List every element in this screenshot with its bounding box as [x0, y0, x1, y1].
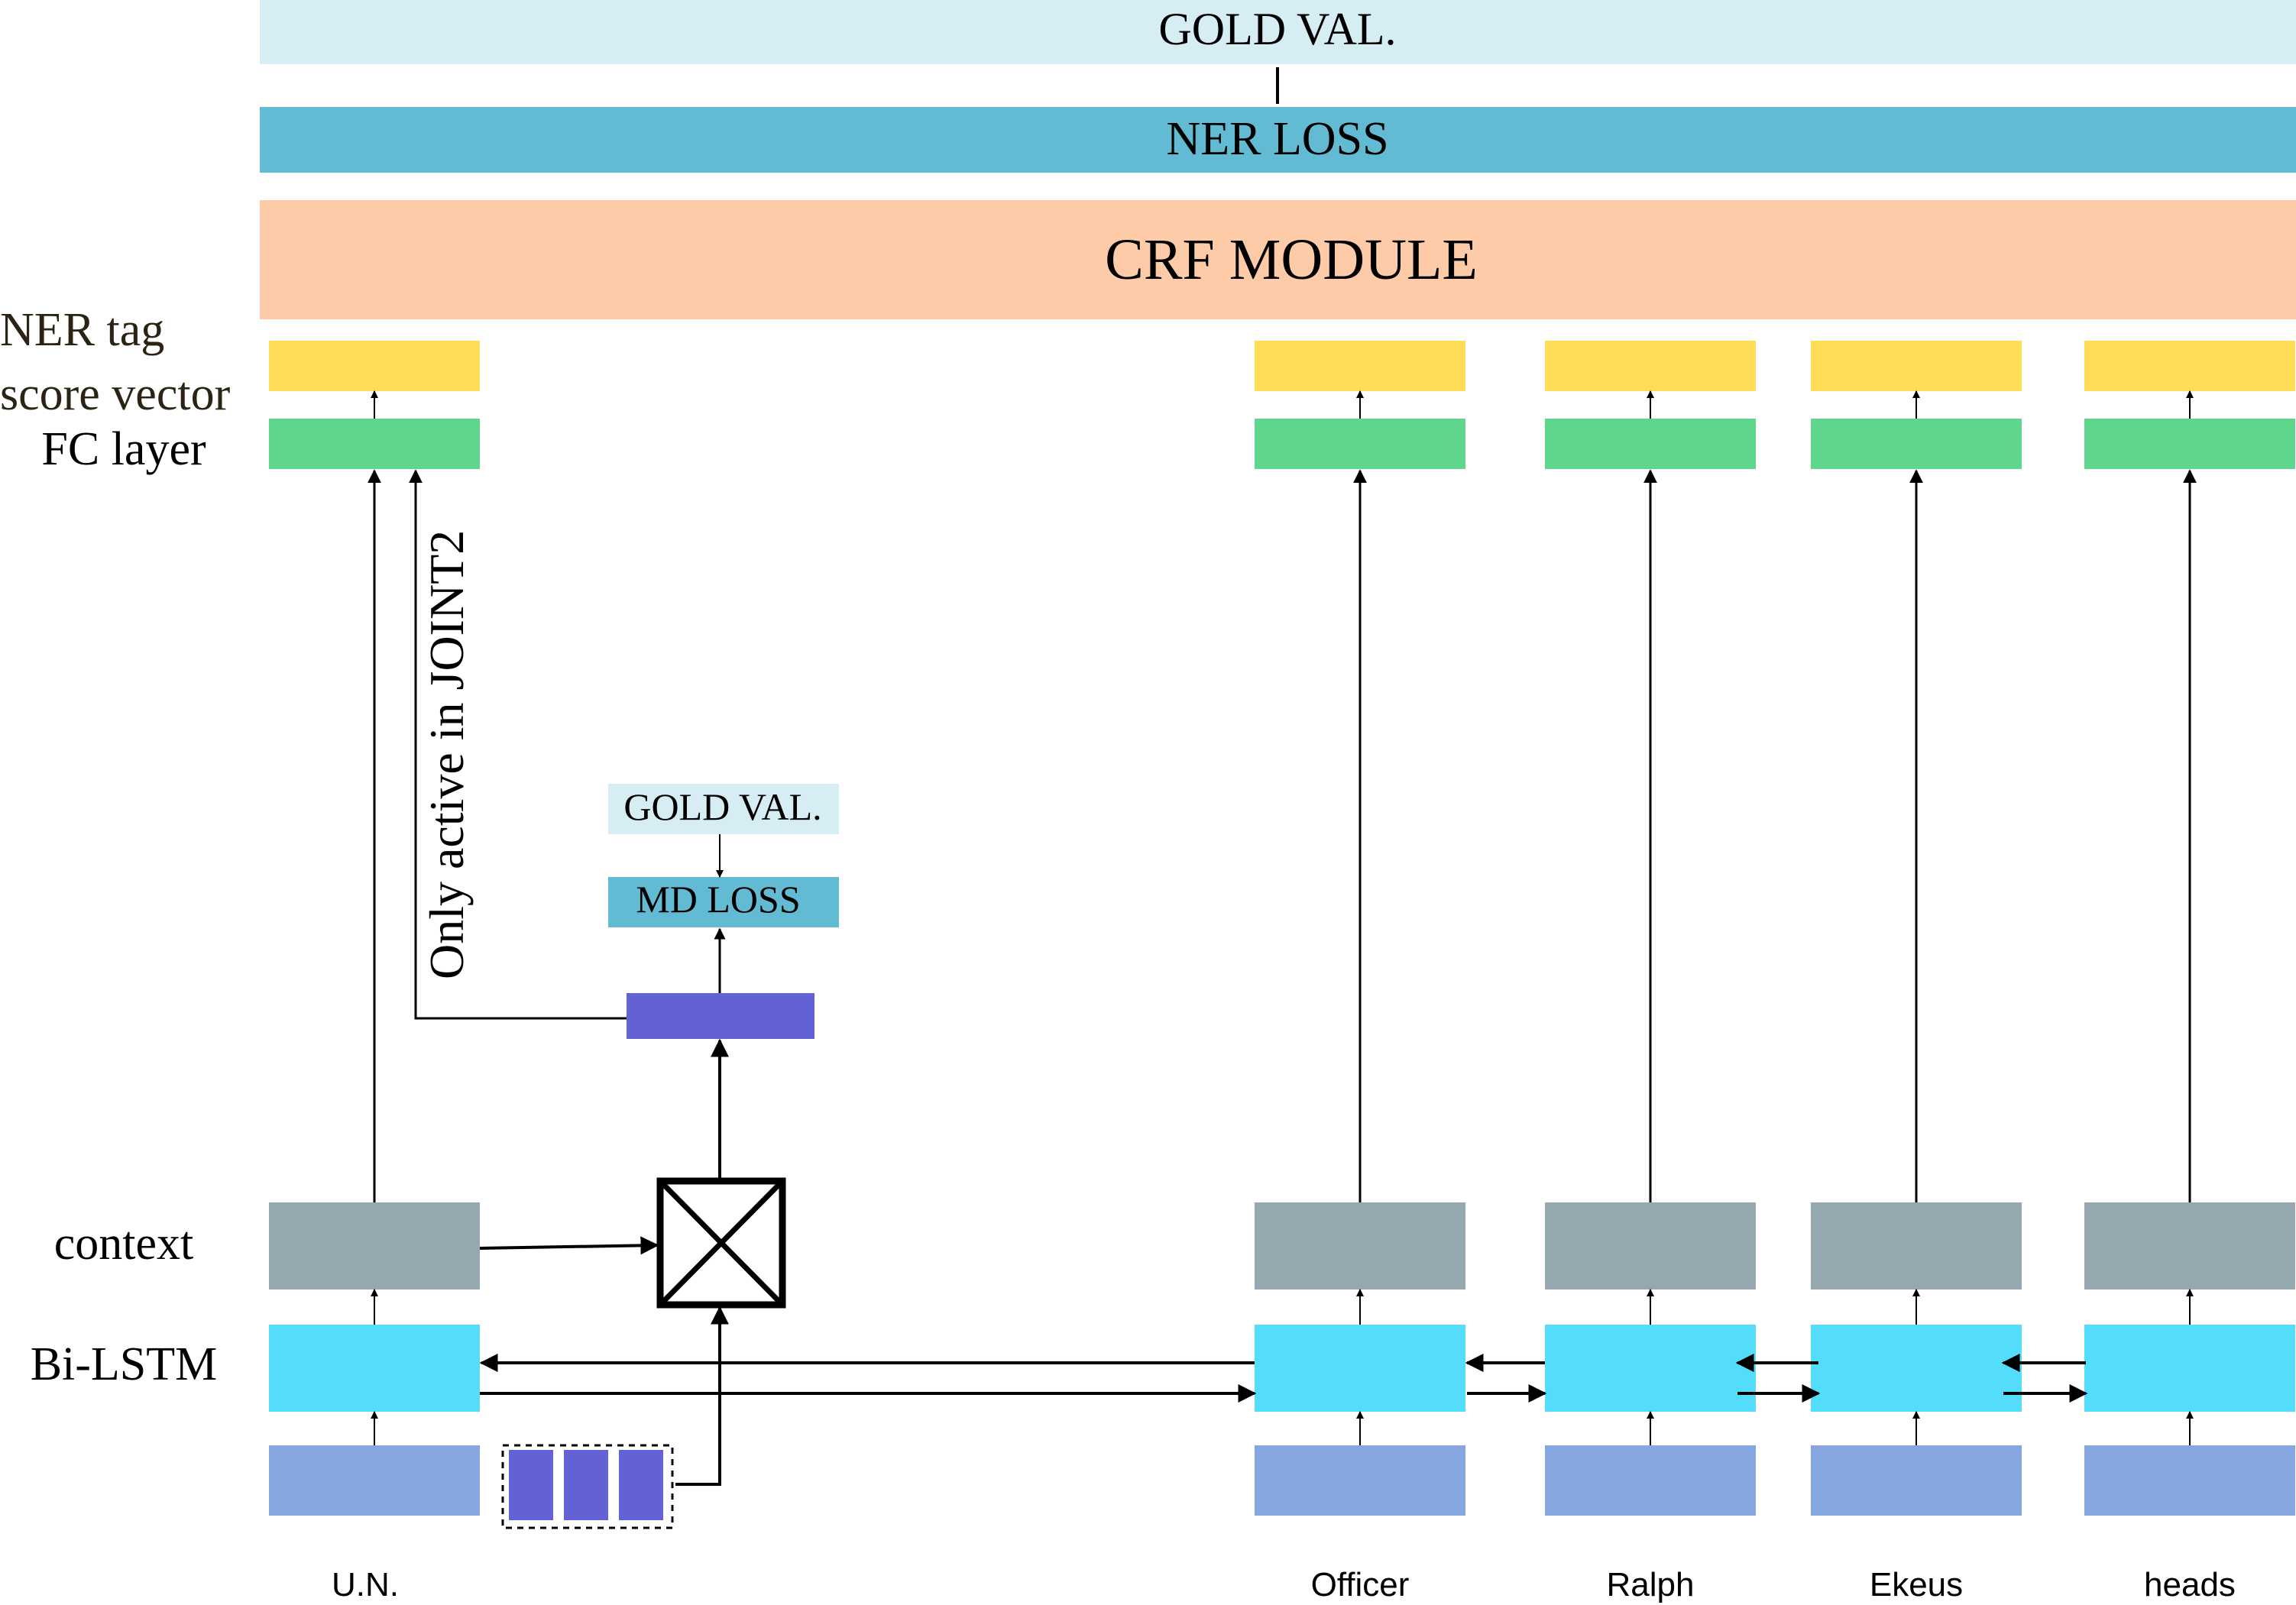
gold-val-top: GOLD VAL. — [260, 0, 2296, 64]
fc-layer-label: FC layer — [41, 423, 206, 475]
context-box — [2084, 1202, 2295, 1290]
fc-layer-box — [1255, 419, 1465, 469]
embedding-box — [1255, 1445, 1465, 1516]
column-heads: heads — [2084, 341, 2295, 1603]
token-ralph: Ralph — [1607, 1566, 1695, 1603]
fc-layer-box — [1811, 419, 2022, 469]
column-ekeus: Ekeus — [1811, 341, 2022, 1603]
char-feature-block — [509, 1450, 553, 1520]
score-vector-box — [1545, 341, 1756, 391]
md-loss-label: MD LOSS — [636, 878, 800, 921]
fc-layer-box — [269, 419, 480, 469]
score-vector-box — [1811, 341, 2022, 391]
embedding-box — [2084, 1445, 2295, 1516]
fc-layer-box — [2084, 419, 2295, 469]
mention-representation-box — [627, 993, 814, 1039]
md-gold-val-label: GOLD VAL. — [623, 785, 821, 828]
context-to-product-arrow — [479, 1236, 659, 1255]
context-box — [269, 1202, 480, 1290]
token-officer: Officer — [1311, 1566, 1410, 1603]
joint2-note: Only active in JOINT2 — [419, 530, 474, 979]
bilstm-box — [269, 1325, 480, 1412]
embedding-box — [1545, 1445, 1756, 1516]
column-ralph: Ralph — [1545, 341, 1756, 1603]
char-to-product-arrow — [675, 1306, 729, 1486]
context-box — [1255, 1202, 1465, 1290]
joint2-feedback-arrow — [409, 469, 627, 1020]
gold-val-top-label: GOLD VAL. — [1158, 4, 1396, 54]
crf-module-bar: CRF MODULE — [260, 200, 2296, 319]
context-label: context — [54, 1218, 194, 1270]
bilstm-box — [1255, 1325, 1465, 1412]
ner-tag-label-line1: NER tag — [0, 304, 164, 356]
token-un: U.N. — [332, 1566, 399, 1603]
crf-module-label: CRF MODULE — [1105, 228, 1478, 292]
score-vector-box — [2084, 341, 2295, 391]
ner-tag-label-line2: score vector — [0, 368, 231, 420]
outer-product-operator — [656, 1177, 786, 1309]
embedding-box — [269, 1445, 480, 1516]
ner-loss-bar: NER LOSS — [260, 107, 2296, 173]
ner-loss-label: NER LOSS — [1166, 113, 1388, 165]
bilstm-box — [1545, 1325, 1756, 1412]
token-heads: heads — [2144, 1566, 2236, 1603]
bilstm-connections — [479, 1354, 2088, 1403]
char-features-dashed-box — [501, 1444, 674, 1529]
score-vector-box — [269, 341, 480, 391]
token-columns: Officer Ralph Ekeus heads — [1255, 341, 2295, 1603]
fc-layer-box — [1545, 419, 1756, 469]
context-box — [1545, 1202, 1756, 1290]
embedding-box — [1811, 1445, 2022, 1516]
column-un: U.N. — [269, 341, 480, 1603]
char-feature-block — [564, 1450, 608, 1520]
md-gold-val-box: GOLD VAL. — [608, 784, 839, 834]
bilstm-box — [1811, 1325, 2022, 1412]
bilstm-label: Bi-LSTM — [31, 1338, 218, 1390]
context-box — [1811, 1202, 2022, 1290]
score-vector-box — [1255, 341, 1465, 391]
bilstm-box — [2084, 1325, 2295, 1412]
char-features-group — [501, 1444, 674, 1529]
column-officer: Officer — [1255, 341, 1465, 1603]
char-feature-block — [619, 1450, 663, 1520]
token-ekeus: Ekeus — [1870, 1566, 1963, 1603]
md-loss-box: MD LOSS — [608, 877, 839, 927]
